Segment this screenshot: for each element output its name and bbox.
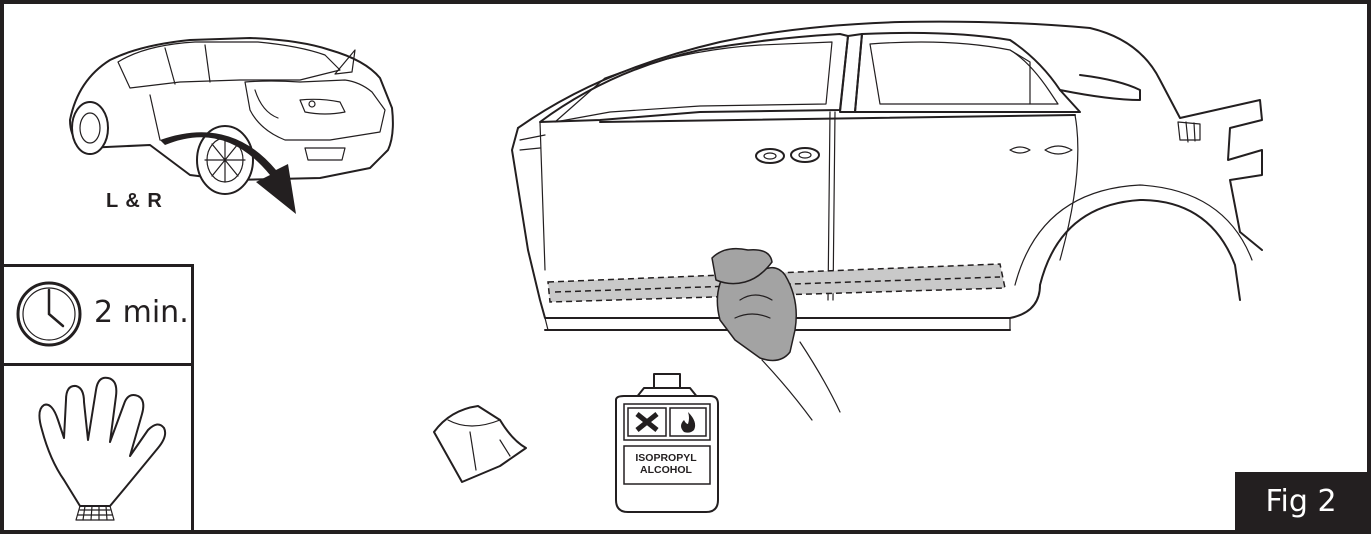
bottle-label-line2: ALCOHOL: [620, 464, 712, 476]
bottle-label: ISOPROPYL ALCOHOL: [620, 452, 712, 476]
cloth-illustration: [434, 406, 526, 482]
side-label: L & R: [106, 190, 163, 213]
alcohol-bottle-illustration: [616, 374, 718, 512]
door-handle-icon: [1010, 146, 1072, 154]
main-car-illustration: [512, 22, 1262, 330]
bottle-label-line1: ISOPROPYL: [620, 452, 712, 464]
figure-label: Fig 2: [1235, 472, 1367, 530]
time-label: 2 min.: [94, 295, 189, 330]
door-handle-icon: [756, 148, 819, 163]
rear-car-illustration: [70, 38, 393, 214]
glove-box: [4, 366, 194, 530]
